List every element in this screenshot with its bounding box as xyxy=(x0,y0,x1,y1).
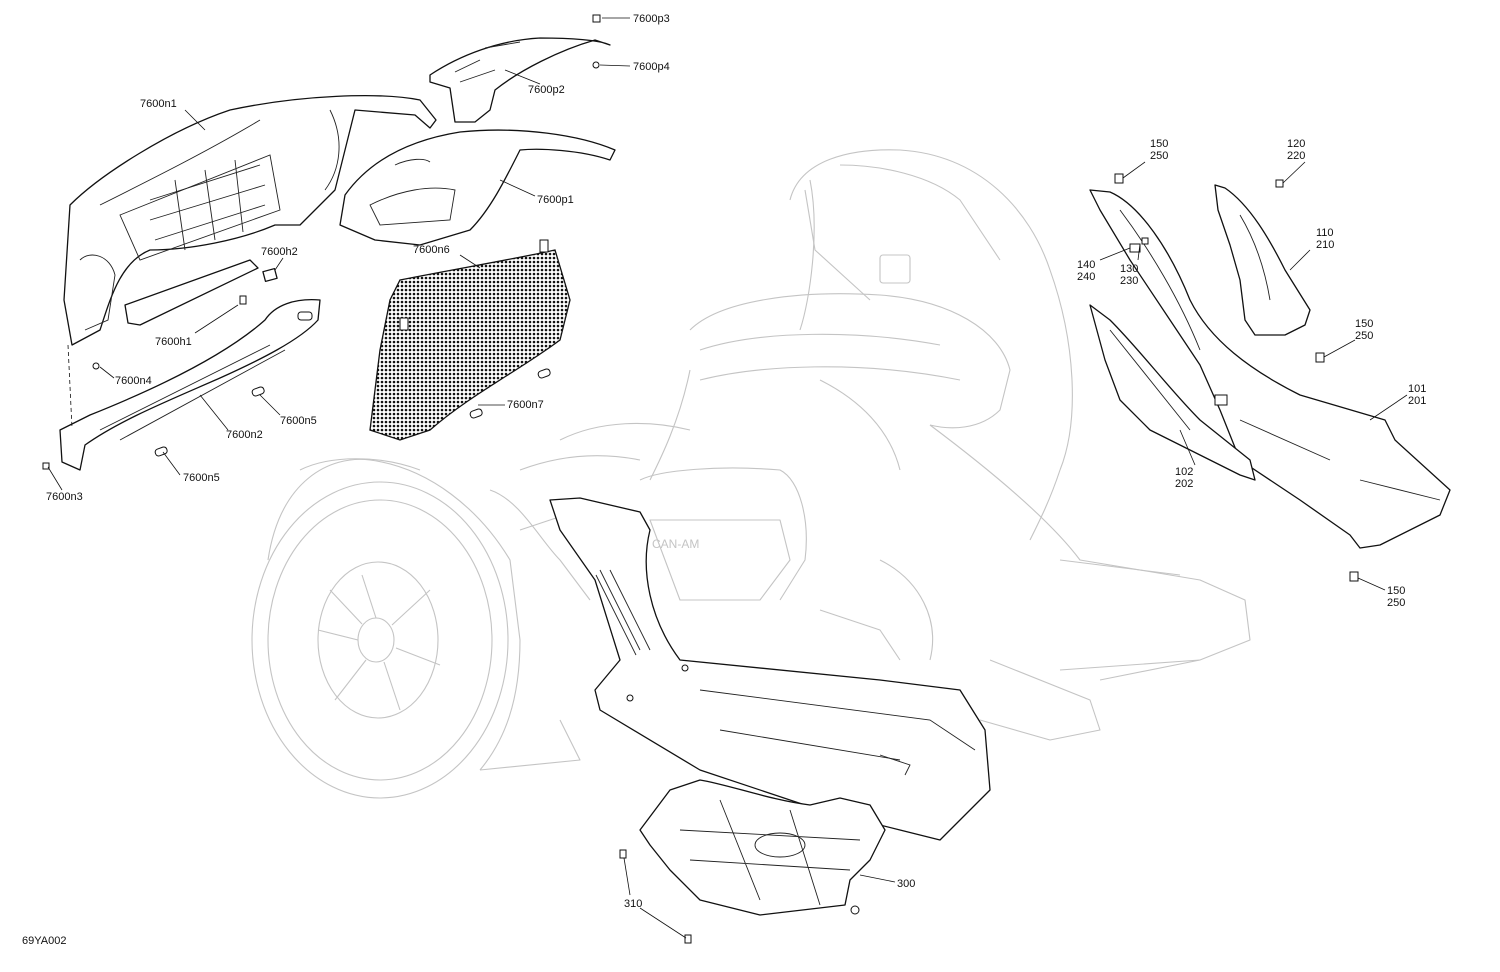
callout-310: 310 xyxy=(624,898,642,910)
callout-250-mid: 250 xyxy=(1355,330,1373,342)
callout-230: 230 xyxy=(1120,275,1138,287)
part-side-panel xyxy=(549,497,991,841)
callout-labels: 7600p3 7600p4 7600p2 7600n1 7600p1 7600h… xyxy=(46,13,1426,910)
part-right-lower-panel xyxy=(1089,304,1256,481)
ghost-rear-fender xyxy=(789,149,1073,541)
callout-7600h1: 7600h1 xyxy=(155,336,192,348)
callout-7600n1: 7600n1 xyxy=(140,98,177,110)
callout-150-top: 150 xyxy=(1150,138,1168,150)
callout-101: 101 xyxy=(1408,383,1426,395)
callout-110: 110 xyxy=(1316,227,1334,239)
callout-7600n6: 7600n6 xyxy=(413,244,450,256)
callout-7600n5-lower: 7600n5 xyxy=(183,472,220,484)
callout-7600p4: 7600p4 xyxy=(633,61,670,73)
part-skid-plate xyxy=(639,779,886,916)
callout-120: 120 xyxy=(1287,138,1305,150)
ghost-body: CAN-AM xyxy=(519,293,1011,651)
callout-300: 300 xyxy=(897,878,915,890)
callout-250-top: 250 xyxy=(1150,150,1168,162)
callout-7600n7: 7600n7 xyxy=(507,399,544,411)
callout-7600n2: 7600n2 xyxy=(226,429,263,441)
ghost-vehicle: CAN-AM xyxy=(251,149,1251,799)
part-top-cover xyxy=(429,37,611,123)
callout-150-mid: 150 xyxy=(1355,318,1373,330)
ghost-floor xyxy=(489,424,1251,741)
diagram-code: 69YA002 xyxy=(22,935,66,947)
callout-7600p2: 7600p2 xyxy=(528,84,565,96)
part-lower-lip xyxy=(59,299,321,471)
part-mesh-grille xyxy=(369,239,571,441)
callout-150-bottom: 150 xyxy=(1387,585,1405,597)
callout-140: 140 xyxy=(1077,259,1095,271)
callout-201: 201 xyxy=(1408,395,1426,407)
callout-7600n5-upper: 7600n5 xyxy=(280,415,317,427)
callout-240: 240 xyxy=(1077,271,1095,283)
part-right-upper-panel xyxy=(1214,184,1311,336)
ghost-front-wheel xyxy=(251,458,581,799)
part-right-side-deflector xyxy=(1089,189,1451,549)
callout-202: 202 xyxy=(1175,478,1193,490)
callout-7600n4: 7600n4 xyxy=(115,375,152,387)
callout-220: 220 xyxy=(1287,150,1305,162)
callout-250-bottom: 250 xyxy=(1387,597,1405,609)
callout-210: 210 xyxy=(1316,239,1334,251)
callout-7600p1: 7600p1 xyxy=(537,194,574,206)
svg-text:CAN-AM: CAN-AM xyxy=(652,537,699,551)
leader-lines xyxy=(47,17,1408,939)
callout-7600n3: 7600n3 xyxy=(46,491,83,503)
callout-102: 102 xyxy=(1175,466,1193,478)
part-front-fascia xyxy=(63,95,437,346)
callout-7600h2: 7600h2 xyxy=(261,246,298,258)
callout-7600p3: 7600p3 xyxy=(633,13,670,25)
callout-130: 130 xyxy=(1120,263,1138,275)
part-upper-panel xyxy=(339,129,616,246)
